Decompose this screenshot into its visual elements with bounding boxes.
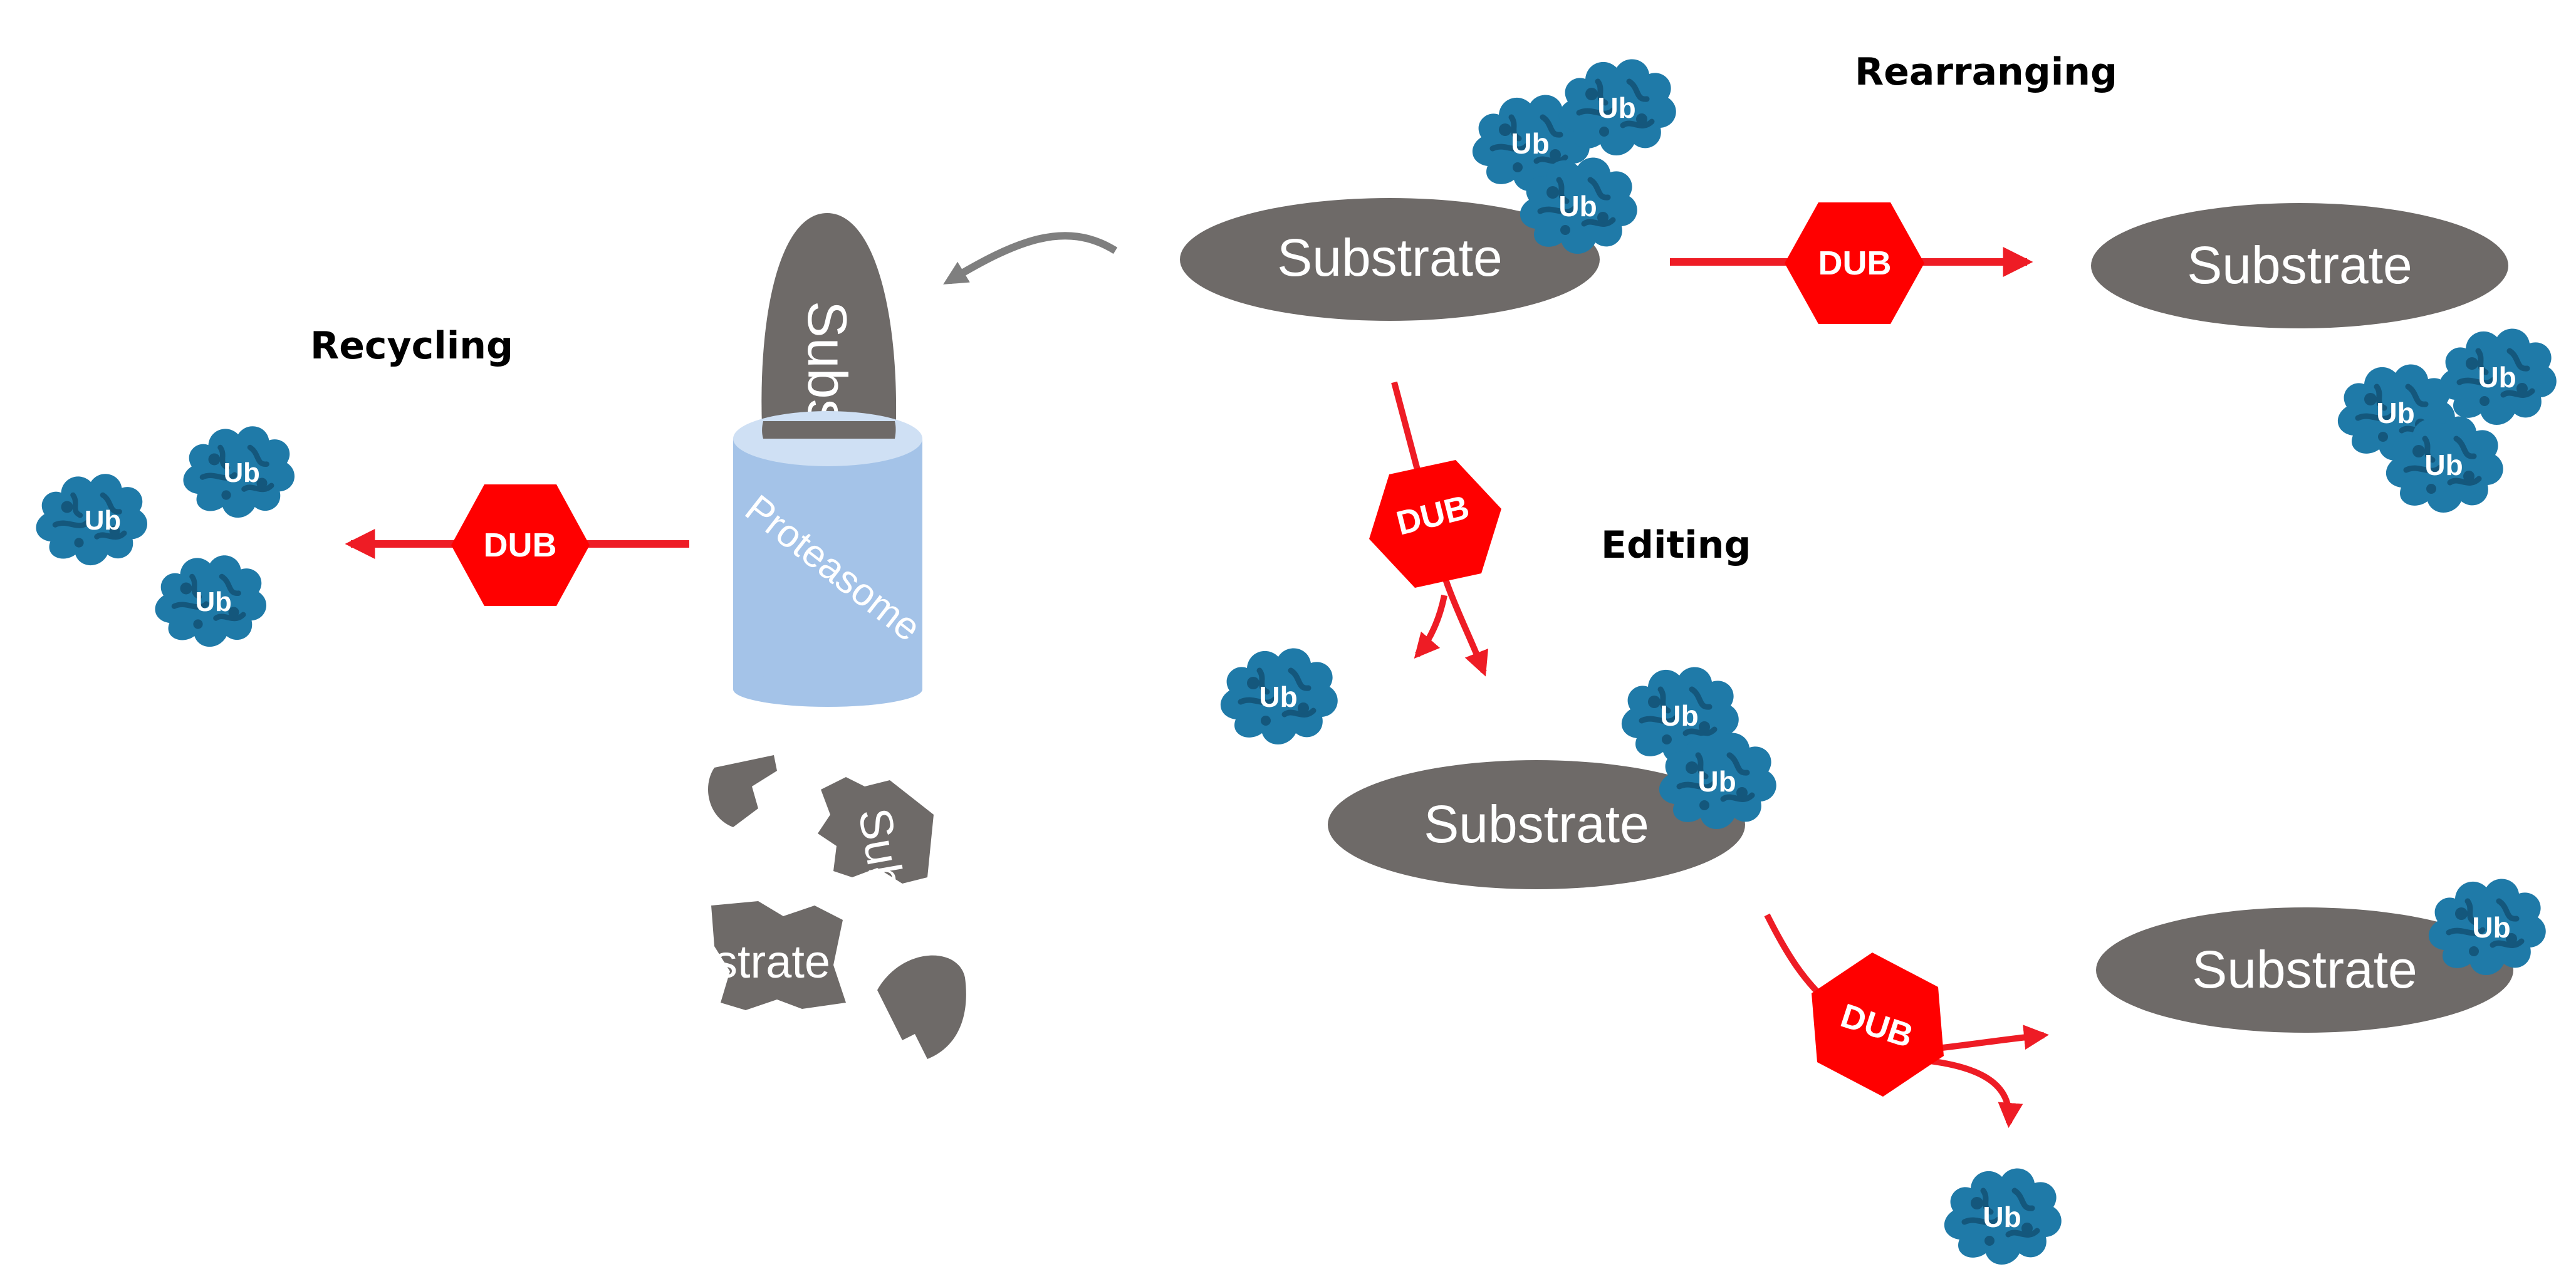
dub-enzyme: DUB bbox=[451, 484, 590, 606]
ubiquitin-icon: Ub bbox=[2386, 417, 2503, 513]
ubiquitin-icon: Ub bbox=[1221, 649, 1338, 744]
label-recycling: Recycling bbox=[310, 324, 513, 368]
ubiquitin-icon: Ub bbox=[1520, 158, 1637, 254]
label-rearranging: Rearranging bbox=[1855, 50, 2117, 94]
degradation-arrow bbox=[943, 232, 1118, 285]
fragment-label-b: strate bbox=[714, 936, 830, 988]
ubiquitin-icon: Ub bbox=[2429, 879, 2546, 975]
svg-text:Ub: Ub bbox=[85, 505, 121, 536]
substrate-top: Substrate bbox=[1180, 198, 1600, 321]
svg-text:Ub: Ub bbox=[2376, 397, 2414, 429]
ubiquitin-icon: Ub bbox=[2439, 329, 2557, 425]
editing-arrow bbox=[1414, 595, 1447, 659]
svg-text:Ub: Ub bbox=[1259, 681, 1297, 713]
degraded-fragments: Sub strate bbox=[708, 755, 966, 1059]
ubiquitin-icon: Ub bbox=[1473, 95, 1590, 191]
substrate-fragment bbox=[711, 901, 846, 1010]
inserted-substrate bbox=[761, 213, 897, 452]
label-editing: Editing bbox=[1601, 523, 1751, 567]
proteasome-icon: Subst Proteasome bbox=[733, 213, 929, 707]
ubiquitin-icon: Ub bbox=[2338, 365, 2455, 461]
ubiquitin-icon: Ub bbox=[1944, 1169, 2062, 1265]
editing-arrow-2 bbox=[1911, 1056, 2023, 1128]
svg-text:Ub: Ub bbox=[2478, 361, 2516, 394]
ubiquitin-icon: Ub bbox=[1559, 60, 1676, 155]
substrate-monoubiquitinated: Substrate bbox=[2096, 907, 2513, 1033]
svg-text:Ub: Ub bbox=[2424, 449, 2463, 481]
substrate-rearranged: Substrate bbox=[2091, 203, 2508, 328]
dub-enzyme: DUB bbox=[1812, 953, 1944, 1097]
substrate-fragment bbox=[708, 755, 777, 827]
dub-enzyme: DUB bbox=[1369, 460, 1501, 588]
dub-icon bbox=[1812, 953, 1944, 1097]
svg-text:Ub: Ub bbox=[1697, 765, 1736, 798]
dub-icon bbox=[451, 484, 590, 606]
svg-text:DUB: DUB bbox=[484, 526, 557, 564]
svg-text:Ub: Ub bbox=[1660, 699, 1698, 732]
dub-icon bbox=[1369, 460, 1501, 588]
svg-text:Ub: Ub bbox=[1983, 1201, 2021, 1233]
ubiquitin-icon: Ub bbox=[183, 426, 295, 518]
ubiquitin-icon: Ub bbox=[36, 474, 147, 565]
svg-text:Substrate: Substrate bbox=[1277, 228, 1503, 287]
svg-text:Ub: Ub bbox=[1597, 91, 1635, 124]
svg-text:DUB: DUB bbox=[1818, 244, 1892, 282]
substrate-fragment bbox=[877, 955, 966, 1059]
svg-text:Ub: Ub bbox=[1558, 190, 1597, 222]
dub-icon bbox=[1785, 202, 1924, 324]
svg-text:Ub: Ub bbox=[2472, 911, 2510, 944]
svg-text:Ub: Ub bbox=[224, 457, 260, 488]
substrate-edited: Substrate bbox=[1328, 760, 1745, 889]
svg-text:Substrate: Substrate bbox=[2192, 940, 2417, 999]
svg-text:Substrate: Substrate bbox=[2187, 236, 2412, 295]
svg-text:Ub: Ub bbox=[196, 587, 232, 617]
ubiquitin-icon: Ub bbox=[155, 555, 266, 647]
ubiquitin-icon: Ub bbox=[1659, 733, 1776, 829]
substrate-fragment bbox=[818, 777, 934, 884]
svg-text:Ub: Ub bbox=[1511, 127, 1549, 160]
svg-text:Substrate: Substrate bbox=[1424, 795, 1649, 854]
dub-enzyme: DUB bbox=[1785, 202, 1924, 324]
ubiquitin-icon: Ub bbox=[1622, 667, 1739, 763]
